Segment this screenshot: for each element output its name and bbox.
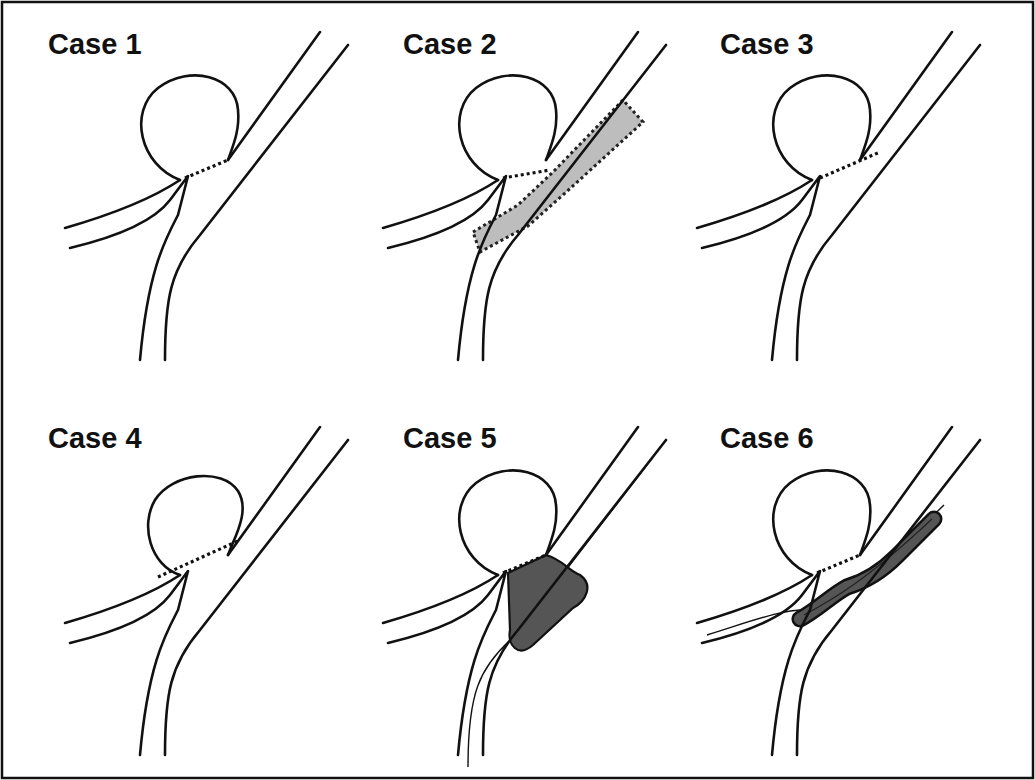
case-label: Case 2 [403,30,497,59]
case-label: Case 1 [48,30,142,59]
case4-drawing [65,427,348,755]
case2-drawing [383,32,666,360]
case3-drawing [697,32,980,360]
case5-drawing [383,427,666,767]
case1-drawing [65,32,348,360]
case6-drawing [697,427,980,755]
case-label: Case 5 [403,424,497,453]
case-label: Case 3 [720,30,814,59]
case-label: Case 4 [48,424,142,453]
case-label: Case 6 [720,424,814,453]
